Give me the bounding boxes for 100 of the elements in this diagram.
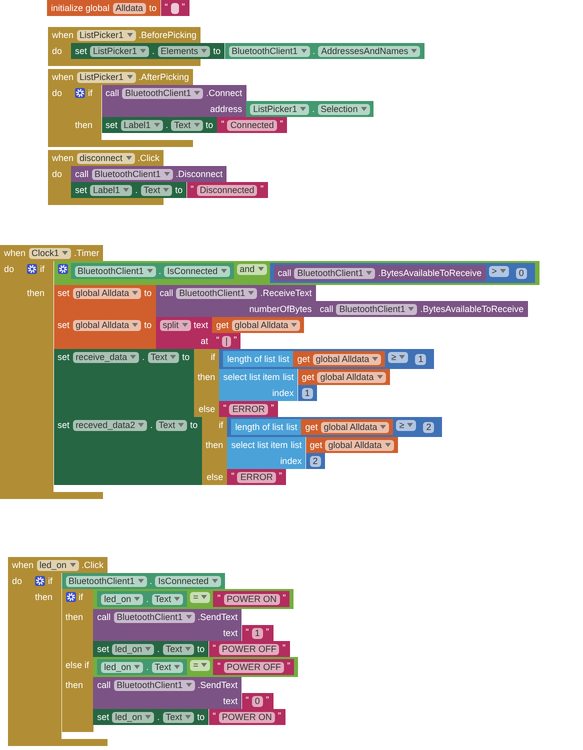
getter-block — [70, 263, 234, 279]
dropdown-field: global Alldata — [72, 288, 142, 298]
block-label: if — [88, 87, 93, 100]
block-label: .AfterPicking — [138, 71, 190, 84]
block-label: .Connect — [206, 87, 242, 100]
text-field: Connected — [227, 120, 277, 130]
variable-block — [306, 437, 398, 453]
block-label: call — [106, 87, 120, 100]
block-label: get — [305, 421, 318, 434]
text-block — [213, 591, 290, 607]
block-label: .Click — [138, 152, 160, 165]
dropdown-field: ≥ — [396, 420, 416, 430]
block-label: index — [280, 455, 302, 468]
dropdown-field: BluetoothClient1 — [74, 266, 156, 276]
dropdown-field: led_on — [112, 712, 154, 722]
number-field: 2 — [310, 456, 321, 466]
block-label: call — [97, 611, 111, 624]
quote-mark: ” — [260, 183, 264, 197]
quote-mark: “ — [212, 710, 216, 724]
block-label: if — [40, 263, 45, 276]
number-field: 1 — [415, 354, 426, 364]
block-label: . — [158, 265, 162, 278]
dropdown-field: global Alldata — [232, 320, 300, 330]
dropdown-field: ListPicker1 — [76, 72, 136, 82]
getter-block — [246, 101, 374, 117]
block-label: .Click — [82, 559, 104, 572]
dropdown-field: ≥ — [388, 352, 408, 362]
event-block — [8, 557, 298, 746]
text-field: POWER OFF — [218, 644, 280, 654]
variable-block — [212, 317, 304, 333]
block-label: set — [58, 419, 70, 432]
block-label: . — [142, 351, 145, 364]
setter-block — [93, 709, 286, 725]
block-label: . — [312, 103, 315, 116]
block-label: . — [152, 45, 155, 58]
block-label: else — [198, 403, 216, 416]
dropdown-field: global Alldata — [317, 372, 386, 382]
dropdown-field: split — [160, 320, 191, 330]
block-label: get — [216, 319, 229, 332]
block-label: .BeforePicking — [138, 29, 197, 42]
setter-block — [93, 641, 290, 657]
block-label: index — [272, 387, 294, 400]
dropdown-field: disconnect — [76, 152, 135, 164]
number-block — [298, 385, 317, 401]
list-block — [227, 437, 398, 469]
text-block — [186, 182, 268, 198]
dropdown-field: BluetoothClient1 — [114, 612, 195, 622]
block-label: set — [75, 45, 88, 58]
block-label: length of list — [235, 421, 284, 434]
quote-mark: ” — [278, 470, 282, 484]
block-label: set — [58, 351, 70, 364]
call-block — [102, 85, 374, 117]
block-label: . — [150, 575, 152, 588]
block-label: if — [218, 419, 224, 432]
block-label: to — [175, 184, 183, 197]
dropdown-field: led_on — [112, 644, 154, 654]
text-field: 1 — [252, 628, 263, 638]
setter-block — [54, 285, 528, 317]
quote-mark: “ — [221, 118, 224, 132]
block-label: . — [135, 184, 138, 197]
list-block — [231, 419, 302, 435]
text-field: POWER OFF — [224, 662, 284, 672]
text-field: 0 — [252, 696, 263, 706]
text-block — [208, 641, 290, 657]
text-field: Disconnected — [196, 184, 258, 196]
setter-block — [54, 349, 434, 417]
block-label: to — [144, 287, 152, 300]
quote-mark: “ — [217, 660, 221, 674]
quote-mark: “ — [217, 592, 221, 606]
block-label: .SendText — [198, 611, 238, 624]
block-label: call — [75, 168, 89, 181]
quote-mark: ” — [278, 710, 282, 724]
and-block — [54, 261, 539, 285]
text-field: ERROR — [229, 404, 268, 414]
block-label: do — [52, 168, 62, 181]
dropdown-field: BluetoothClient1 — [66, 576, 147, 586]
dropdown-field: and — [236, 264, 267, 274]
call-block — [71, 166, 227, 182]
number-field: 1 — [302, 388, 313, 398]
block-label: length of list — [227, 353, 276, 366]
call-block — [93, 677, 274, 709]
block-label: if — [48, 575, 53, 588]
dropdown-field: BluetoothClient1 — [122, 88, 204, 98]
setter-block — [71, 182, 268, 198]
block-label: then — [35, 591, 53, 604]
call-block — [93, 609, 274, 641]
block-label: call — [320, 303, 334, 316]
block-label: .BytesAvailableToReceive — [420, 303, 524, 316]
block-label: when — [52, 152, 74, 165]
setter-block — [71, 43, 424, 59]
getter-block — [97, 591, 188, 607]
dropdown-field: receved_data2 — [72, 420, 148, 430]
block-label: list — [282, 371, 294, 384]
dropdown-field: global Alldata — [312, 354, 382, 364]
block-label: then — [66, 679, 84, 692]
block-label: then — [66, 611, 84, 624]
dropdown-field: BluetoothClient1 — [176, 288, 258, 298]
block-label: to — [190, 419, 198, 432]
block-label: when — [4, 247, 26, 260]
block-label: .Disconnect — [176, 168, 223, 181]
